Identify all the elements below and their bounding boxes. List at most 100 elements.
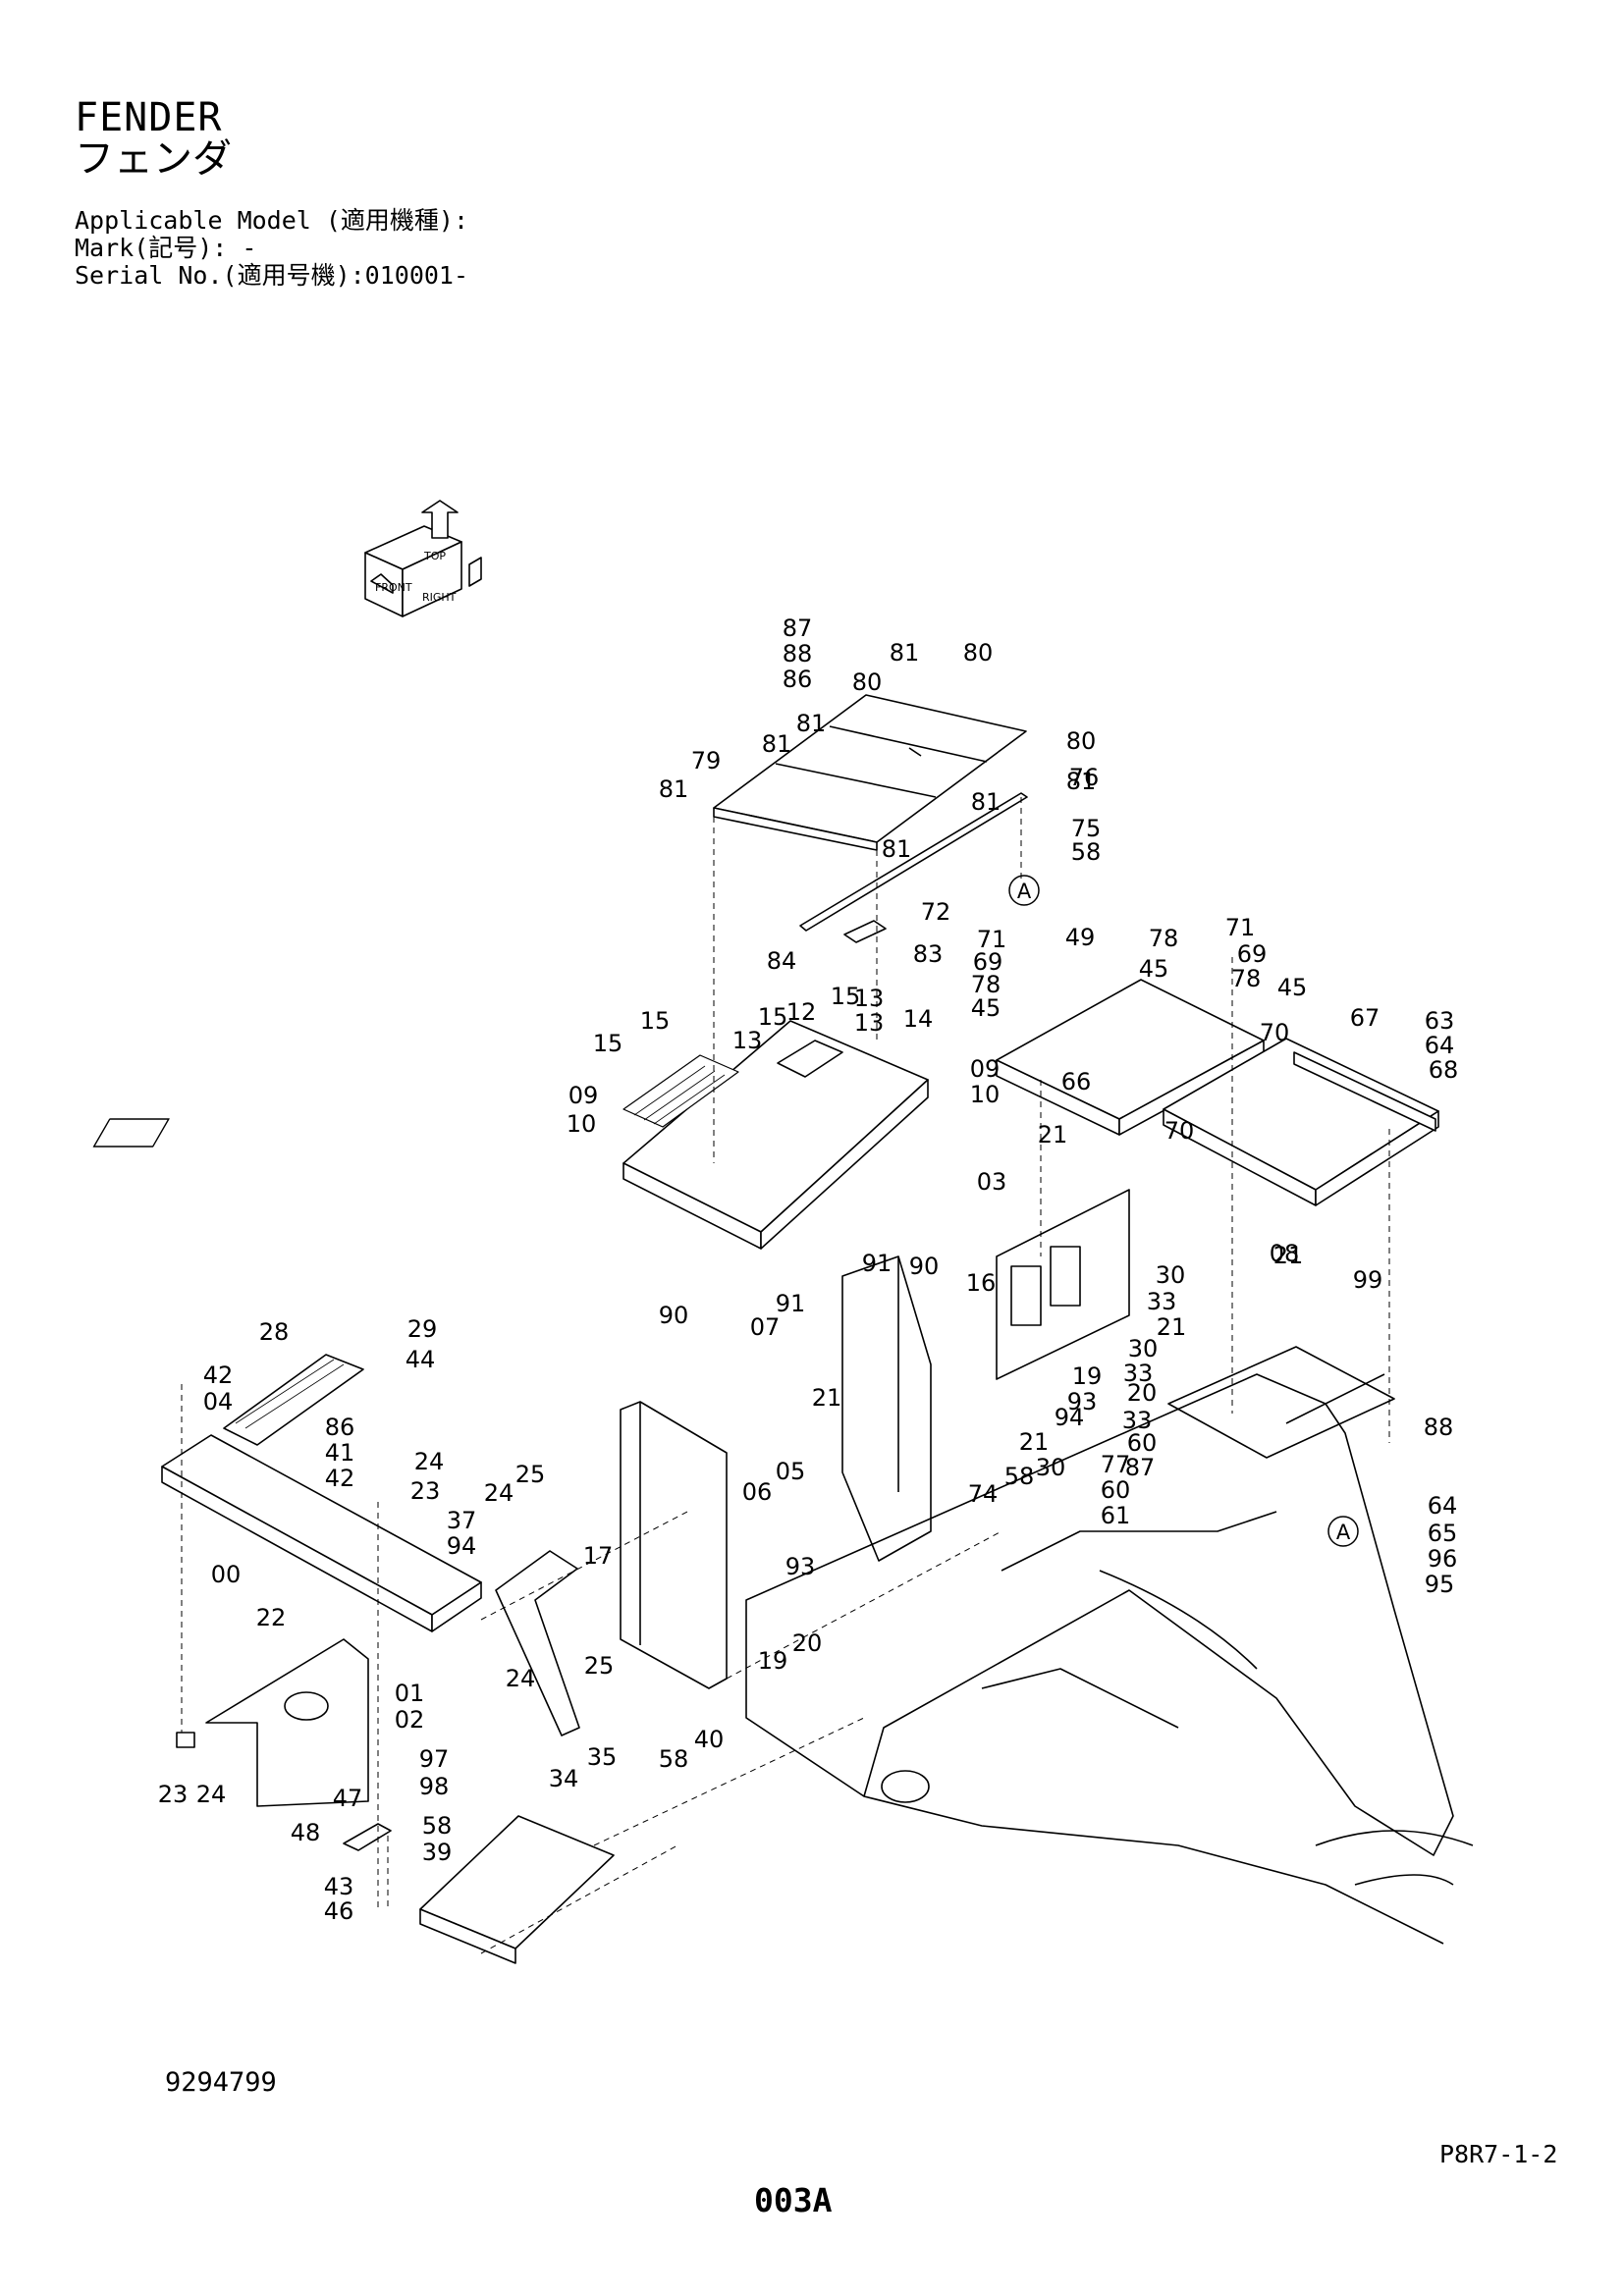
part-callout-24: 24 — [196, 1781, 227, 1808]
part-callout-21: 21 — [1019, 1428, 1050, 1456]
part-callout-80: 80 — [1066, 727, 1097, 755]
part-callout-44: 44 — [406, 1346, 436, 1373]
part-callout-14: 14 — [903, 1005, 934, 1033]
part-callout-23: 23 — [410, 1477, 441, 1505]
icon-label-top: TOP — [423, 550, 446, 562]
part-callout-86: 86 — [783, 666, 813, 693]
part-callout-88: 88 — [1424, 1414, 1454, 1441]
part-callout-81: 81 — [796, 710, 827, 737]
clip-97 — [176, 1732, 195, 1748]
page-title-japanese: フェンダ — [75, 136, 232, 182]
part-callout-69: 69 — [973, 948, 1003, 976]
part-callout-98: 98 — [419, 1773, 450, 1800]
page-code: 003A — [754, 2181, 833, 2219]
bracket-22 — [495, 1550, 580, 1736]
part-callout-22: 22 — [256, 1604, 287, 1631]
part-callout-13: 13 — [854, 985, 885, 1012]
part-callout-68: 68 — [1429, 1056, 1459, 1084]
part-callout-19: 19 — [1072, 1362, 1103, 1390]
part-callout-91: 91 — [862, 1250, 893, 1277]
part-callout-09: 09 — [970, 1055, 1001, 1083]
part-callout-08: 08 — [1270, 1240, 1300, 1267]
part-callout-93: 93 — [785, 1553, 816, 1580]
part-callout-69: 69 — [1237, 940, 1268, 968]
part-callout-93: 93 — [1067, 1388, 1098, 1415]
serial-number-line: Serial No.(適用号機):010001- — [75, 261, 469, 290]
part-callout-04: 04 — [203, 1388, 234, 1415]
part-callout-75: 75 — [1071, 815, 1102, 842]
part-callout-20: 20 — [792, 1629, 823, 1657]
part-callout-46: 46 — [324, 1897, 354, 1925]
part-callout-35: 35 — [587, 1743, 618, 1771]
part-callout-02: 02 — [395, 1706, 425, 1734]
part-callout-12: 12 — [786, 998, 817, 1026]
part-callout-49: 49 — [1065, 924, 1096, 951]
part-callout-30: 30 — [1156, 1261, 1186, 1289]
reference-label-a: A — [1336, 1521, 1351, 1544]
part-callout-81: 81 — [890, 639, 920, 667]
part-callout-66: 66 — [1061, 1068, 1092, 1095]
main-frame — [745, 1346, 1474, 1945]
part-callout-58: 58 — [1004, 1463, 1035, 1490]
part-callout-42: 42 — [325, 1465, 355, 1492]
part-callout-77: 77 — [1101, 1451, 1131, 1478]
part-callout-33: 33 — [1122, 1407, 1153, 1434]
part-callout-64: 64 — [1425, 1032, 1455, 1059]
part-callout-60: 60 — [1101, 1476, 1131, 1504]
part-callout-70: 70 — [1260, 1019, 1290, 1046]
part-callout-21: 21 — [1038, 1121, 1068, 1148]
part-callout-87: 87 — [1125, 1454, 1156, 1481]
part-callout-00: 00 — [211, 1561, 242, 1588]
part-callout-81: 81 — [882, 835, 912, 863]
part-callout-58: 58 — [659, 1745, 689, 1773]
part-callout-25: 25 — [584, 1652, 615, 1680]
part-callout-07: 07 — [750, 1313, 781, 1341]
part-callout-76: 76 — [1069, 764, 1100, 791]
clip-34 — [343, 1823, 392, 1851]
part-callout-15: 15 — [831, 983, 861, 1010]
part-callout-94: 94 — [447, 1532, 477, 1560]
part-callout-61: 61 — [1101, 1502, 1131, 1529]
part-callout-81: 81 — [762, 730, 792, 758]
plate-46 — [419, 1815, 615, 1964]
part-callout-78: 78 — [1149, 925, 1179, 952]
top-cover-assembly — [713, 694, 1028, 943]
part-callout-81: 81 — [971, 788, 1001, 816]
part-callout-06: 06 — [742, 1478, 773, 1506]
part-callout-19: 19 — [758, 1647, 788, 1675]
part-callout-45: 45 — [971, 994, 1001, 1022]
part-callout-33: 33 — [1123, 1360, 1154, 1387]
part-callout-24: 24 — [506, 1665, 536, 1692]
panel-16 — [996, 1189, 1130, 1380]
part-callout-13: 13 — [854, 1009, 885, 1037]
part-callout-71: 71 — [1225, 914, 1256, 941]
part-callout-58: 58 — [1071, 838, 1102, 866]
part-callout-33: 33 — [1147, 1288, 1177, 1315]
part-callout-65: 65 — [1428, 1520, 1458, 1547]
reference-label-a: A — [1017, 880, 1032, 903]
part-callout-03: 03 — [977, 1168, 1007, 1196]
part-callout-95: 95 — [1425, 1571, 1455, 1598]
part-callout-16: 16 — [966, 1269, 997, 1297]
part-callout-20: 20 — [1127, 1379, 1158, 1407]
part-callout-74: 74 — [968, 1480, 999, 1508]
orientation-cube-icon: TOP FRONT RIGHT — [364, 500, 482, 617]
part-callout-37: 37 — [447, 1507, 477, 1534]
page-title: FENDER — [75, 95, 223, 140]
step-37 — [161, 1434, 482, 1632]
part-callout-79: 79 — [691, 747, 722, 774]
part-callout-15: 15 — [593, 1030, 623, 1057]
part-callout-23: 23 — [158, 1781, 189, 1808]
part-callout-81: 81 — [659, 775, 689, 803]
part-callout-97: 97 — [419, 1745, 450, 1773]
part-callout-83: 83 — [913, 940, 944, 968]
part-callout-15: 15 — [758, 1003, 788, 1031]
cover-08 — [92, 1020, 929, 1250]
icon-label-front: FRONT — [375, 581, 412, 594]
panel-00 — [620, 1401, 728, 1689]
part-callout-67: 67 — [1350, 1004, 1380, 1032]
part-callout-99: 99 — [1353, 1266, 1383, 1294]
bracket-17 — [205, 1638, 369, 1807]
part-callout-09: 09 — [568, 1082, 599, 1109]
